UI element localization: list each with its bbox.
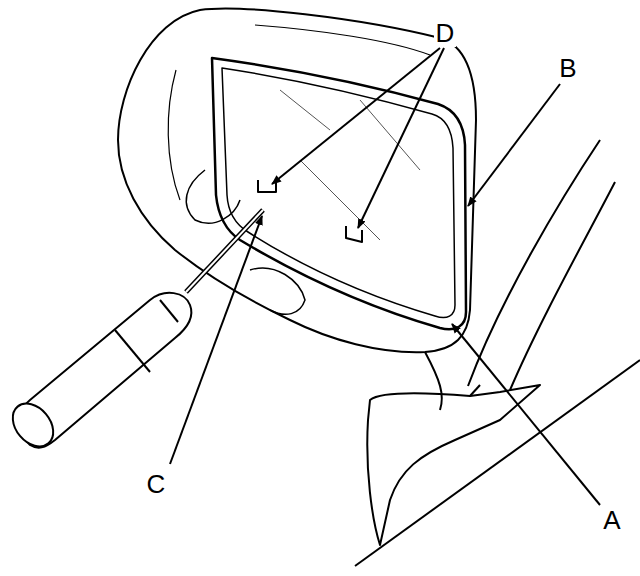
callout-letter: D xyxy=(434,19,457,47)
callout-letter: A xyxy=(601,506,622,534)
callout-letter: B xyxy=(557,54,578,82)
callout-letter: C xyxy=(145,470,168,498)
